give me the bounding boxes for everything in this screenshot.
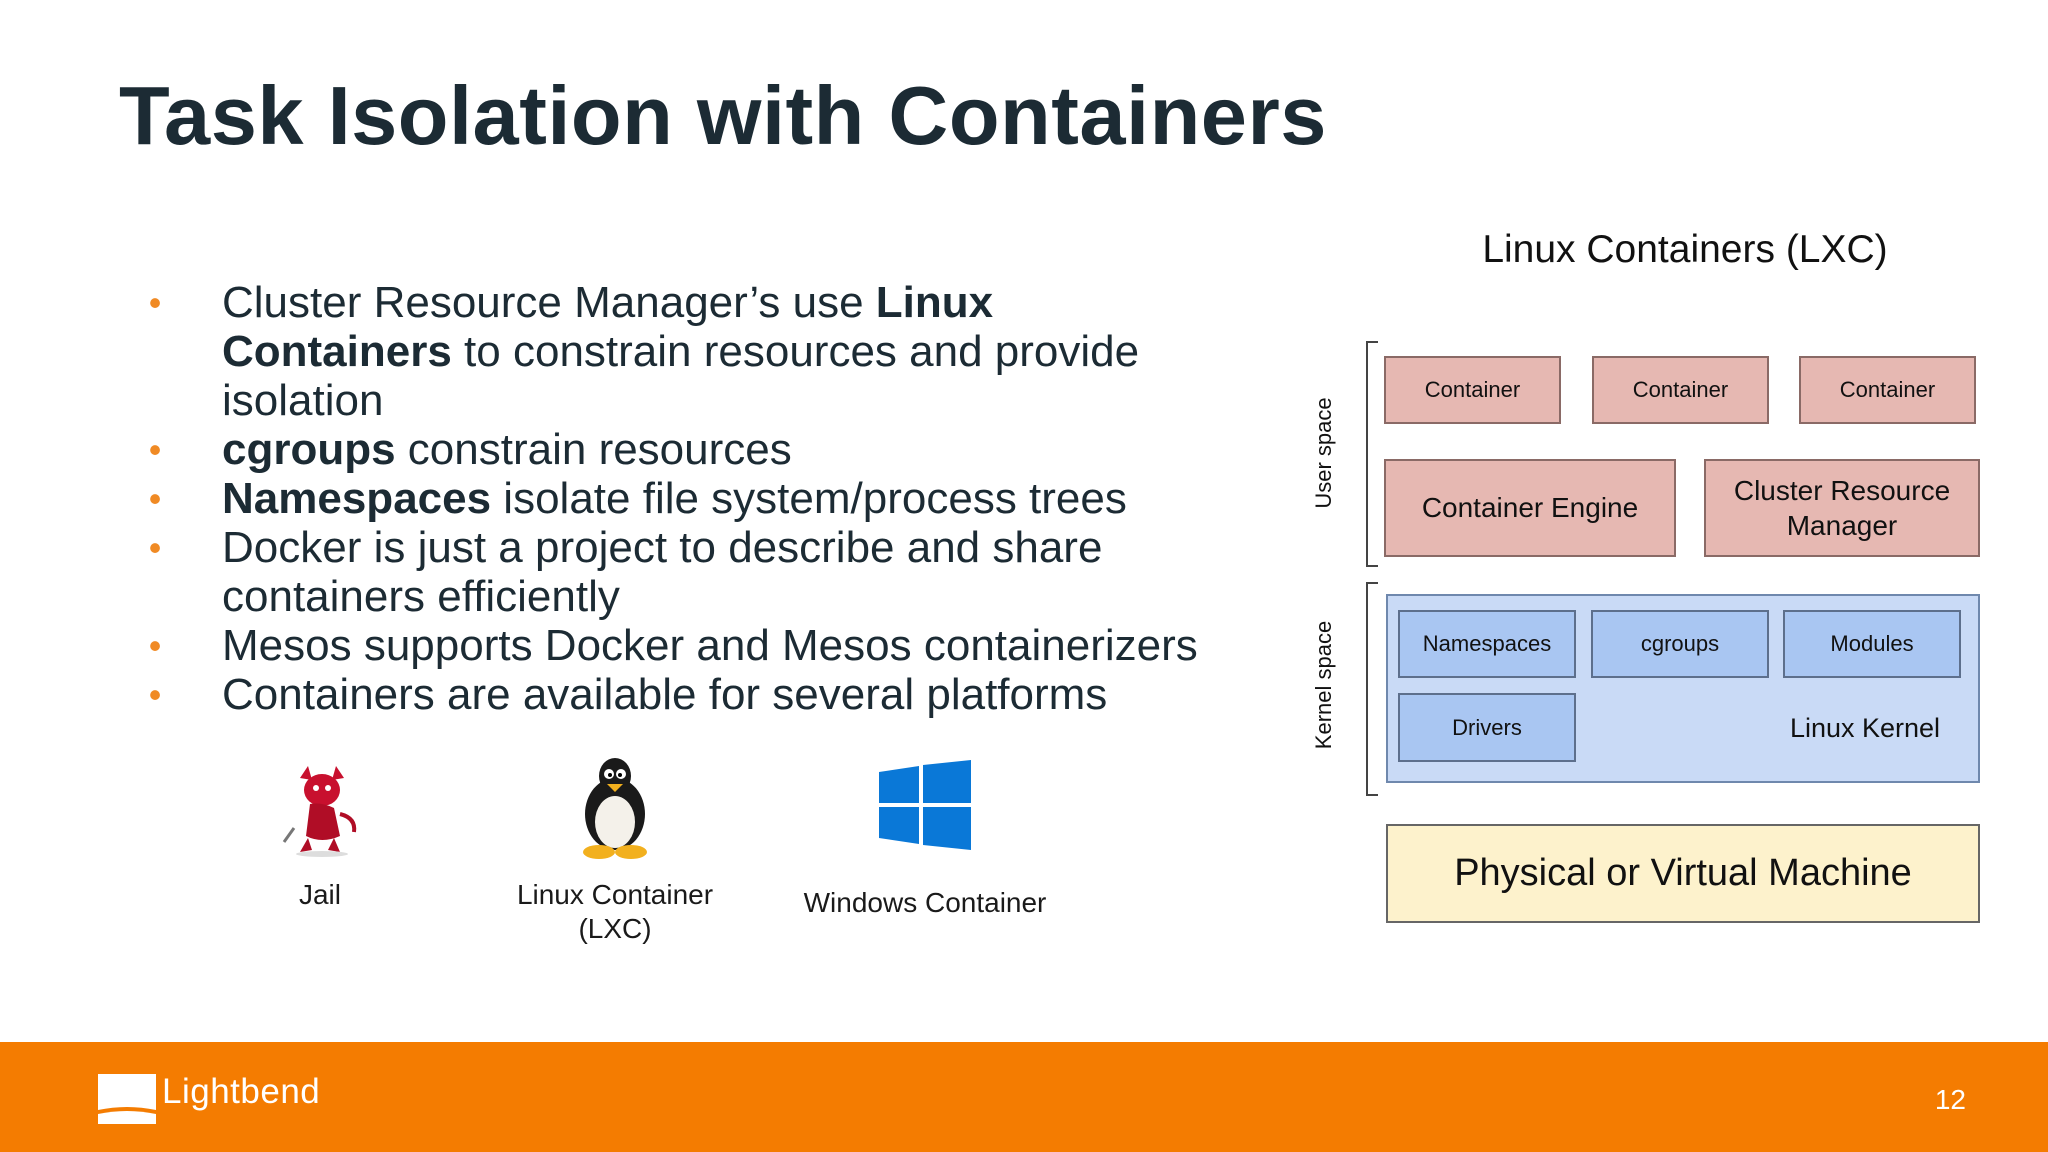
kernel-space-bracket	[1366, 582, 1378, 796]
bullet-marker: •	[148, 527, 162, 568]
platform-jail: Jail	[250, 758, 390, 912]
container-box: Container	[1799, 356, 1976, 424]
kernel-module-modules: Modules	[1783, 610, 1961, 678]
bullet-item: • Containers are available for several pl…	[149, 670, 1200, 719]
windows-logo-icon	[879, 760, 971, 850]
platform-windows-label: Windows Container	[803, 887, 1047, 918]
diagram-title: Linux Containers (LXC)	[1482, 228, 1888, 271]
bsd-daemon-icon	[282, 766, 357, 857]
bullet-bold-text: Linux Containers	[222, 278, 994, 376]
container-box: Container	[1384, 356, 1561, 424]
bullet-text: isolate file system/process trees	[491, 474, 1127, 523]
bullet-bold-text: Namespaces	[222, 474, 492, 523]
platform-jail-label: Jail	[298, 879, 341, 910]
platform-lxc: Linux Container (LXC)	[500, 752, 730, 946]
bullet-item: • Namespaces isolate file system/process …	[149, 474, 1200, 523]
platform-lxc-label-line1: Linux Container	[516, 879, 714, 910]
bullet-marker: •	[148, 478, 162, 519]
kernel-drivers-box: Drivers	[1398, 693, 1576, 762]
bullet-bold-text: cgroups	[222, 425, 396, 474]
slide-title: Task Isolation with Containers	[119, 69, 1327, 162]
user-space-label: User space	[1311, 397, 1336, 509]
user-space-bracket	[1366, 341, 1378, 567]
bullet-marker: •	[148, 625, 162, 666]
platform-windows: Windows Container	[790, 760, 1060, 920]
bullet-text: constrain resources	[395, 425, 792, 474]
bullet-item: • Docker is just a project to describe an…	[149, 523, 1200, 621]
bullet-text: Containers are available for several pla…	[222, 670, 1108, 719]
bullet-item: • Cluster Resource Manager’s use Linux Co…	[149, 278, 1200, 425]
bullet-text: Mesos supports Docker and Mesos containe…	[222, 621, 1198, 670]
tux-penguin-icon	[583, 758, 647, 859]
bullet-text: Cluster Resource Manager’s use	[222, 278, 876, 327]
bullet-item: • Mesos supports Docker and Mesos contain…	[149, 621, 1200, 670]
brand-name: Lightbend	[162, 1072, 321, 1111]
kernel-space-label: Kernel space	[1311, 620, 1336, 750]
cluster-resource-manager-box: Cluster Resource Manager	[1704, 459, 1980, 557]
platform-lxc-label-line2: (LXC)	[578, 913, 652, 944]
linux-kernel-label: Linux Kernel	[1789, 712, 1941, 743]
container-engine-box: Container Engine	[1384, 459, 1676, 557]
bullet-list: • Cluster Resource Manager’s use Linux Co…	[149, 278, 1200, 719]
kernel-module-namespaces: Namespaces	[1398, 610, 1576, 678]
bullet-item: • cgroups constrain resources	[149, 425, 1200, 474]
footer-bar: Lightbend 12	[0, 1042, 2048, 1152]
bullet-marker: •	[148, 674, 162, 715]
physical-or-virtual-machine-box: Physical or Virtual Machine	[1386, 824, 1980, 923]
bullet-text: Docker is just a project to describe and…	[222, 523, 1103, 621]
bullet-text: to constrain resources and provide isola…	[222, 327, 1140, 425]
bullet-marker: •	[148, 282, 162, 323]
kernel-module-cgroups: cgroups	[1591, 610, 1769, 678]
lightbend-logo-icon	[98, 1074, 156, 1124]
page-number: 12	[1934, 1084, 1966, 1115]
bullet-marker: •	[148, 429, 162, 470]
container-box: Container	[1592, 356, 1769, 424]
